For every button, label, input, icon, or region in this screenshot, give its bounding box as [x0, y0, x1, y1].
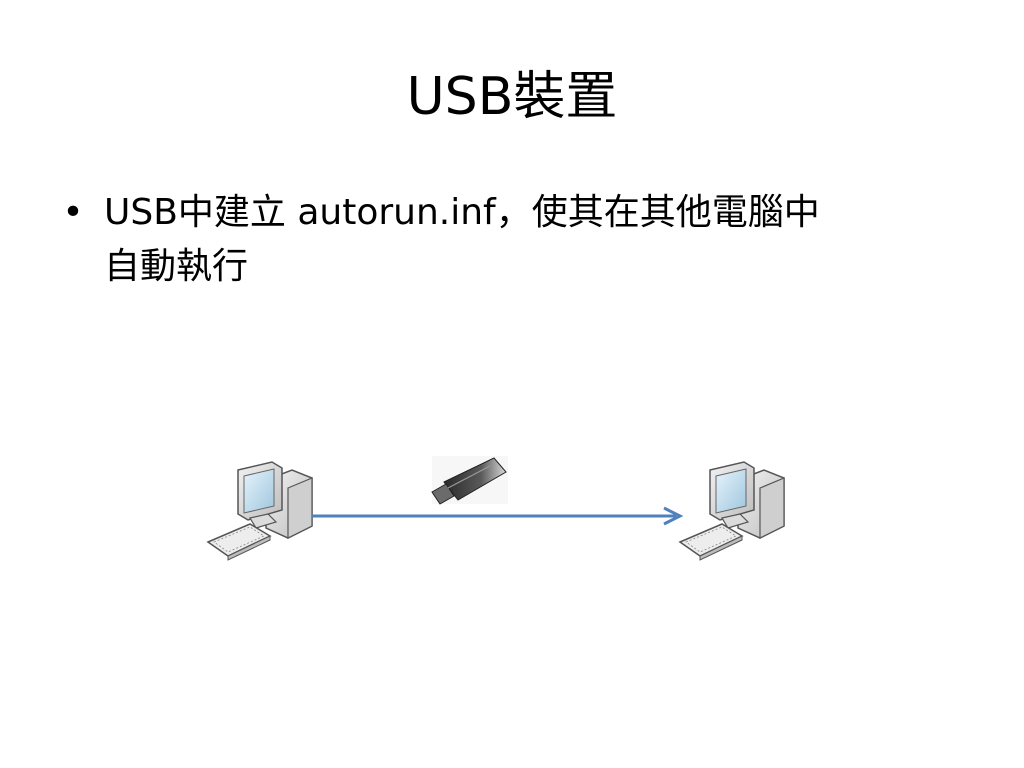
bullet-text-line-2: 自動執行 — [104, 246, 249, 287]
bullet-text-line-1: USB中建立 autorun.inf，使其在其他電腦中 — [104, 192, 820, 233]
target-computer-icon — [678, 461, 785, 561]
transfer-arrow — [312, 506, 684, 526]
bullet-list: • USB中建立 autorun.inf，使其在其他電腦中 自動執行 — [58, 186, 958, 294]
slide-title: USB裝置 — [406, 67, 618, 127]
bullet-item: • USB中建立 autorun.inf，使其在其他電腦中 自動執行 — [58, 186, 958, 294]
source-computer-icon — [206, 461, 313, 561]
usb-drive-icon — [431, 456, 508, 505]
bullet-marker: • — [62, 192, 84, 233]
